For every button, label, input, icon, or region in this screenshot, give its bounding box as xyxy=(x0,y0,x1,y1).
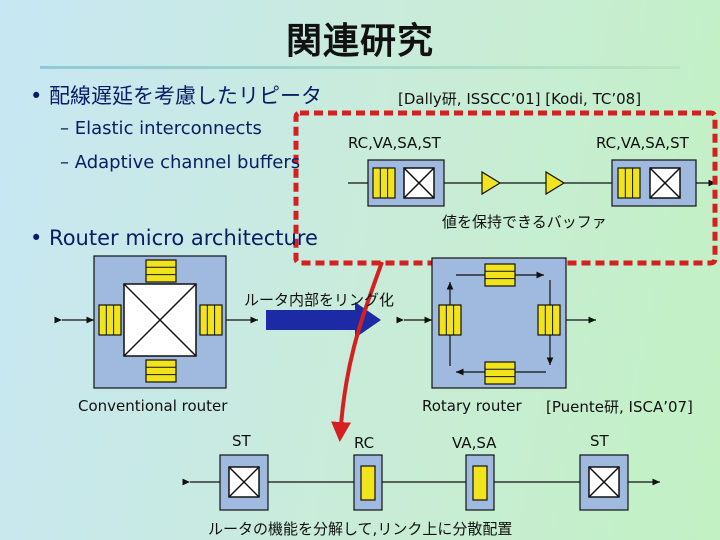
buffer-icon xyxy=(199,304,223,336)
conventional-router-label: Conventional router xyxy=(78,397,228,415)
bottom-label-st-right: ST xyxy=(590,432,609,450)
bottom-label-vasa: VA,SA xyxy=(452,434,497,452)
repeater-icon xyxy=(481,170,502,196)
buffer-note: 値を保持できるバッファ xyxy=(442,213,607,231)
conventional-router xyxy=(54,255,258,389)
crossbar-icon xyxy=(588,466,620,498)
bottom-st-box-left xyxy=(219,454,269,511)
bottom-note: ルータの機能を分解して,リンク上に分散配置 xyxy=(208,520,513,538)
buffer-icon xyxy=(484,361,516,385)
bullet-router-arch: • Router micro architecture xyxy=(30,226,318,250)
top-right-router xyxy=(611,159,697,207)
slide-title: 関連研究 xyxy=(285,21,434,62)
crossbar-icon xyxy=(403,167,435,199)
subbullet-adaptive: – Adaptive channel buffers xyxy=(60,152,301,173)
buffer-icon xyxy=(372,167,396,199)
buffer-icon xyxy=(617,167,641,199)
buffer-icon xyxy=(145,359,177,383)
buffer-icon xyxy=(98,304,122,336)
bottom-rc-box xyxy=(353,454,383,511)
buffer-icon xyxy=(360,465,376,501)
repeater-icon xyxy=(545,170,566,196)
buffer-icon xyxy=(472,465,488,501)
red-pointer-arrow xyxy=(331,261,384,442)
rotary-router xyxy=(396,257,596,389)
bullet-repeater: • 配線遅延を考慮したリピータ xyxy=(30,84,323,108)
rotary-router-ref: [Puente研, ISCA’07] xyxy=(546,398,693,416)
buffer-icon xyxy=(484,263,516,287)
buffer-icon xyxy=(438,304,462,336)
bottom-vasa-box xyxy=(465,454,495,511)
top-left-router xyxy=(367,159,445,207)
crossbar-icon xyxy=(649,167,681,199)
bottom-label-st-left: ST xyxy=(232,432,251,450)
top-left-label: RC,VA,SA,ST xyxy=(348,134,441,152)
crossbar-icon xyxy=(228,466,260,498)
buffer-icon xyxy=(145,259,177,283)
transform-arrow-icon xyxy=(266,302,381,338)
bottom-label-rc: RC xyxy=(354,434,375,452)
subbullet-elastic: – Elastic interconnects xyxy=(60,118,262,139)
rotary-router-label: Rotary router xyxy=(422,397,522,415)
title-divider xyxy=(40,66,680,69)
ring-note: ルータ内部をリング化 xyxy=(244,291,395,309)
buffer-icon xyxy=(537,304,561,336)
bottom-st-box-right xyxy=(579,454,629,511)
top-right-label: RC,VA,SA,ST xyxy=(596,134,689,152)
bullet-repeater-refs: [Dally研, ISSCC’01] [Kodi, TC’08] xyxy=(398,90,642,108)
